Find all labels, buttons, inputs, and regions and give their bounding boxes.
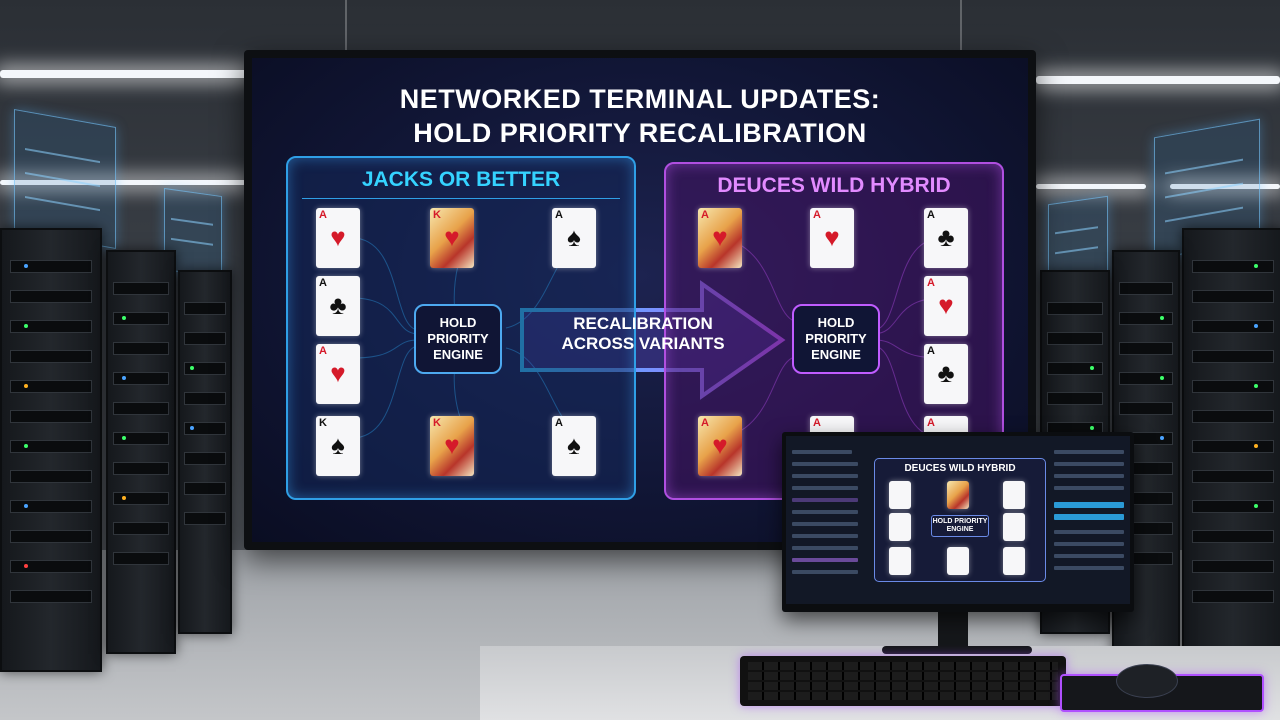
rgb-keyboard — [740, 656, 1066, 706]
panel-divider — [302, 198, 620, 199]
playing-card — [947, 481, 969, 509]
monitor-stand — [938, 612, 968, 652]
secondary-panel: DEUCES WILD HYBRID HOLD PRIORITY ENGINE — [874, 458, 1046, 582]
playing-card: A♠ — [552, 208, 596, 268]
glass-partition-line — [960, 0, 962, 50]
headline-line-1: NETWORKED TERMINAL UPDATES: — [399, 84, 881, 114]
monitor-stand-base — [882, 646, 1032, 654]
ceiling-light — [1036, 76, 1280, 84]
glass-partition-line — [345, 0, 347, 50]
playing-card: K♥ — [430, 416, 474, 476]
playing-card — [1003, 513, 1025, 541]
secondary-monitor: DEUCES WILD HYBRID HOLD PRIORITY ENGINE — [782, 432, 1134, 612]
playing-card: K♠ — [316, 416, 360, 476]
secondary-screen: DEUCES WILD HYBRID HOLD PRIORITY ENGINE — [786, 436, 1130, 604]
computer-mouse — [1116, 664, 1178, 698]
playing-card — [889, 547, 911, 575]
panel-title-left: JACKS OR BETTER — [361, 168, 561, 191]
arrow-label: RECALIBRATION ACROSS VARIANTS — [561, 314, 725, 353]
playing-card: A♣ — [316, 276, 360, 336]
server-rack — [106, 250, 176, 654]
server-rack — [178, 270, 232, 634]
ceiling-light — [0, 180, 246, 185]
playing-card: A♥ — [698, 208, 742, 268]
playing-card — [947, 547, 969, 575]
playing-card — [1003, 481, 1025, 509]
secondary-engine-label: HOLD PRIORITY ENGINE — [931, 515, 989, 537]
ceiling-light — [0, 70, 248, 78]
panel-title-right: DEUCES WILD HYBRID — [717, 174, 951, 197]
playing-card: K♥ — [430, 208, 474, 268]
main-monitor: NETWORKED TERMINAL UPDATES: HOLD PRIORIT… — [244, 50, 1036, 550]
playing-card — [889, 481, 911, 509]
ceiling-light — [1036, 184, 1146, 189]
server-rack — [0, 228, 102, 672]
headline-line-2: HOLD PRIORITY RECALIBRATION — [413, 118, 867, 148]
playing-card: A♥ — [316, 208, 360, 268]
main-screen: NETWORKED TERMINAL UPDATES: HOLD PRIORIT… — [252, 58, 1028, 542]
playing-card: A♠ — [552, 416, 596, 476]
hold-priority-engine-right: HOLD PRIORITY ENGINE — [792, 304, 880, 374]
playing-card — [889, 513, 911, 541]
playing-card: A♣ — [924, 344, 968, 404]
secondary-title: DEUCES WILD HYBRID — [904, 463, 1016, 474]
playing-card — [1003, 547, 1025, 575]
playing-card: A♥ — [316, 344, 360, 404]
playing-card: A♥ — [810, 208, 854, 268]
playing-card: A♥ — [924, 276, 968, 336]
hold-priority-engine-left: HOLD PRIORITY ENGINE — [414, 304, 502, 374]
server-rack — [1182, 228, 1280, 672]
playing-card: A♥ — [698, 416, 742, 476]
playing-card: A♣ — [924, 208, 968, 268]
